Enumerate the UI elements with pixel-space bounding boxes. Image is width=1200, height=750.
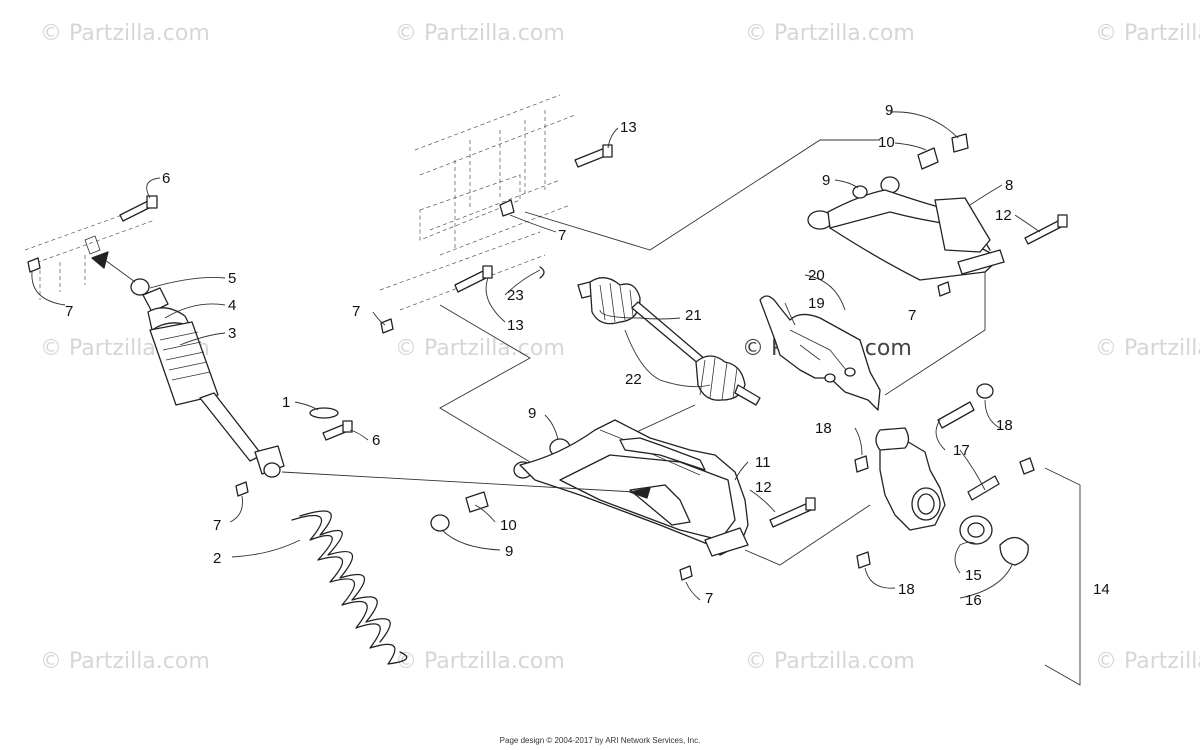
lower-a-arm (430, 419, 816, 581)
callout-9: 9 (505, 543, 513, 560)
watermark: © Partzilla.com (1095, 336, 1200, 361)
upper-a-arm (807, 133, 1068, 297)
callout-14: 14 (1093, 581, 1110, 598)
callout-18: 18 (898, 581, 915, 598)
callout-7: 7 (908, 307, 916, 324)
callout-3: 3 (228, 325, 236, 342)
frame-mount-center (379, 94, 576, 311)
callout-19: 19 (808, 295, 825, 312)
callout-5: 5 (228, 270, 236, 287)
watermark: © Partzilla.com (745, 649, 915, 674)
callout-23: 23 (507, 287, 524, 304)
heat-shield (759, 295, 881, 411)
callout-15: 15 (965, 567, 982, 584)
callout-7: 7 (558, 227, 566, 244)
shock-mount-arrow (281, 471, 636, 493)
watermark: © Partzilla.com (40, 649, 210, 674)
callout-8: 8 (1005, 177, 1013, 194)
page-footer: Page design © 2004-2017 by ARI Network S… (499, 736, 701, 745)
watermark: © Partzilla.com (395, 21, 565, 46)
callout-18: 18 (996, 417, 1013, 434)
coil-spring (291, 510, 408, 665)
callout-7: 7 (213, 517, 221, 534)
callout-9: 9 (885, 102, 893, 119)
callout-7: 7 (352, 303, 360, 320)
callout-2: 2 (213, 550, 221, 567)
watermarks: © Partzilla.com © Partzilla.com © Partzi… (40, 21, 1200, 674)
callout-17: 17 (953, 442, 970, 459)
callout-18: 18 (815, 420, 832, 437)
callout-7: 7 (705, 590, 713, 607)
frame-mount-left (24, 204, 156, 300)
callout-7: 7 (65, 303, 73, 320)
callout-12: 12 (755, 479, 772, 496)
callout-4: 4 (228, 297, 236, 314)
shock-hardware (27, 195, 353, 497)
watermark: © Partzilla.com (395, 649, 565, 674)
callout-labels: 6 7 5 4 3 1 6 7 2 13 7 7 23 13 9 10 9 8 … (65, 102, 1110, 609)
steering-knuckle (854, 383, 1035, 569)
callout-21: 21 (685, 307, 702, 324)
watermark: © Partzilla.com (1095, 649, 1200, 674)
callout-9: 9 (822, 172, 830, 189)
callout-20: 20 (808, 267, 825, 284)
callout-10: 10 (500, 517, 517, 534)
leader-lines (31, 111, 1041, 601)
shock-absorber (91, 251, 285, 478)
callout-16: 16 (965, 592, 982, 609)
watermark: © Partzilla.com (1095, 21, 1200, 46)
callout-10: 10 (878, 134, 895, 151)
callout-13: 13 (620, 119, 637, 136)
guide-lines (439, 139, 1081, 686)
callout-1: 1 (282, 394, 290, 411)
callout-13: 13 (507, 317, 524, 334)
watermark: © Partzilla.com (40, 21, 210, 46)
watermark: © Partzilla.com (395, 336, 565, 361)
watermark: © Partzilla.com (745, 21, 915, 46)
drive-axle (577, 277, 761, 406)
callout-22: 22 (625, 371, 642, 388)
callout-12: 12 (995, 207, 1012, 224)
callout-6: 6 (372, 432, 380, 449)
callout-6: 6 (162, 170, 170, 187)
callout-9: 9 (528, 405, 536, 422)
frame-bolts (380, 144, 613, 334)
callout-11: 11 (755, 454, 771, 471)
